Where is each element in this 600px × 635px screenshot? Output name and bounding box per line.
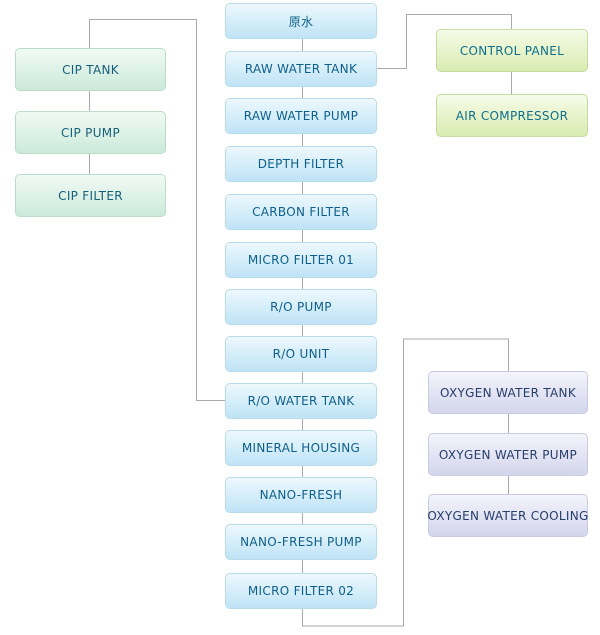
node-oxygen-water-cooling: OXYGEN WATER COOLING xyxy=(427,494,588,537)
node-cip-filter: CIP FILTER xyxy=(15,174,166,217)
node-air-compressor: AIR COMPRESSOR xyxy=(436,94,588,137)
node-depth-filter: DEPTH FILTER xyxy=(225,146,377,182)
node-cip-pump: CIP PUMP xyxy=(15,111,166,154)
node-ro-water-tank: R/O WATER TANK xyxy=(225,383,377,419)
node-ro-pump: R/O PUMP xyxy=(225,289,377,325)
node-micro-filter-02: MICRO FILTER 02 xyxy=(225,573,377,609)
node-oxygen-water-pump: OXYGEN WATER PUMP xyxy=(428,433,588,476)
node-raw-water-pump: RAW WATER PUMP xyxy=(225,98,377,134)
cip-branch-connector xyxy=(89,19,225,401)
node-carbon-filter: CARBON FILTER xyxy=(225,194,377,230)
node-nano-fresh: NANO-FRESH xyxy=(225,477,377,513)
node-raw-water-tank: RAW WATER TANK xyxy=(225,51,377,87)
control-branch-connector xyxy=(377,14,512,69)
node-control-panel: CONTROL PANEL xyxy=(436,29,588,72)
node-nano-fresh-pump: NANO-FRESH PUMP xyxy=(225,524,377,560)
node-micro-filter-01: MICRO FILTER 01 xyxy=(225,242,377,278)
node-oxygen-water-tank: OXYGEN WATER TANK xyxy=(428,371,588,414)
node-raw-water: 原水 xyxy=(225,3,377,39)
node-mineral-housing: MINERAL HOUSING xyxy=(225,430,377,466)
node-cip-tank: CIP TANK xyxy=(15,48,166,91)
node-ro-unit: R/O UNIT xyxy=(225,336,377,372)
